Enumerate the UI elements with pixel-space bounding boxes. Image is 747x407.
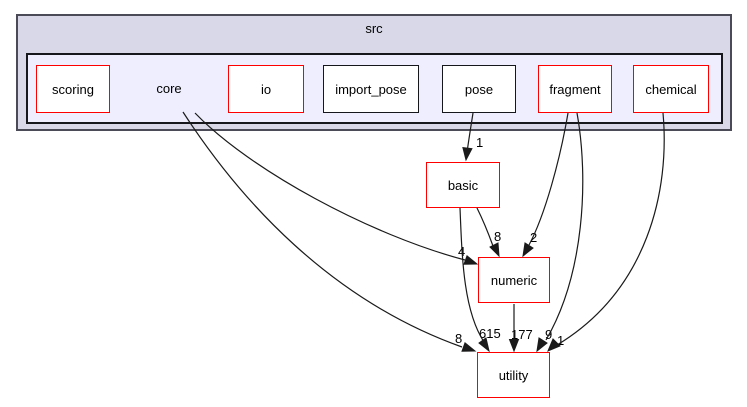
arrowhead — [547, 338, 561, 352]
arrowhead — [478, 337, 490, 353]
arrowhead — [522, 242, 534, 258]
node-label: numeric — [490, 272, 538, 288]
edge-label-fragment-utility: 9 — [545, 327, 552, 342]
node-scoring[interactable]: scoring — [36, 65, 110, 113]
edge-label-basic-numeric: 8 — [494, 229, 501, 244]
edge-fragment-numeric — [528, 112, 569, 246]
edge-core-utility — [182, 111, 463, 348]
node-label: scoring — [52, 81, 94, 97]
edge-label-pose-basic: 1 — [476, 135, 483, 150]
node-label: chemical — [645, 81, 697, 97]
edge-basic-numeric — [476, 207, 494, 247]
edge-core-numeric — [194, 112, 466, 261]
edge-chemical-utility — [556, 112, 665, 346]
node-label: utility — [498, 367, 529, 383]
arrowhead — [508, 339, 520, 353]
cluster-src-label[interactable]: src — [365, 21, 383, 36]
node-numeric[interactable]: numeric — [478, 257, 550, 303]
edge-label-core-numeric: 4 — [458, 244, 465, 259]
edge-label-chemical-utility: 1 — [557, 333, 564, 348]
arrowhead — [536, 337, 548, 353]
node-label: pose — [464, 81, 494, 97]
node-fragment[interactable]: fragment — [538, 65, 612, 113]
edge-label-numeric-utility: 177 — [511, 327, 533, 342]
current-dir-label: core — [156, 81, 182, 96]
arrowhead — [461, 341, 477, 352]
node-chemical[interactable]: chemical — [633, 65, 709, 113]
arrowhead — [489, 242, 500, 258]
arrowhead — [462, 147, 473, 162]
node-utility[interactable]: utility — [477, 352, 550, 398]
node-basic[interactable]: basic — [426, 162, 500, 208]
edge-label-core-utility: 8 — [455, 331, 462, 346]
node-label: basic — [447, 177, 479, 193]
edge-fragment-utility — [545, 112, 584, 341]
edge-label-basic-utility: 615 — [479, 326, 501, 341]
node-label: io — [260, 81, 272, 97]
node-import-pose[interactable]: import_pose — [323, 65, 419, 113]
edge-label-fragment-numeric: 2 — [530, 230, 537, 245]
arrowhead — [463, 254, 479, 265]
node-io[interactable]: io — [228, 65, 304, 113]
node-label: fragment — [549, 81, 601, 97]
node-pose[interactable]: pose — [442, 65, 516, 113]
node-label: import_pose — [335, 81, 407, 97]
